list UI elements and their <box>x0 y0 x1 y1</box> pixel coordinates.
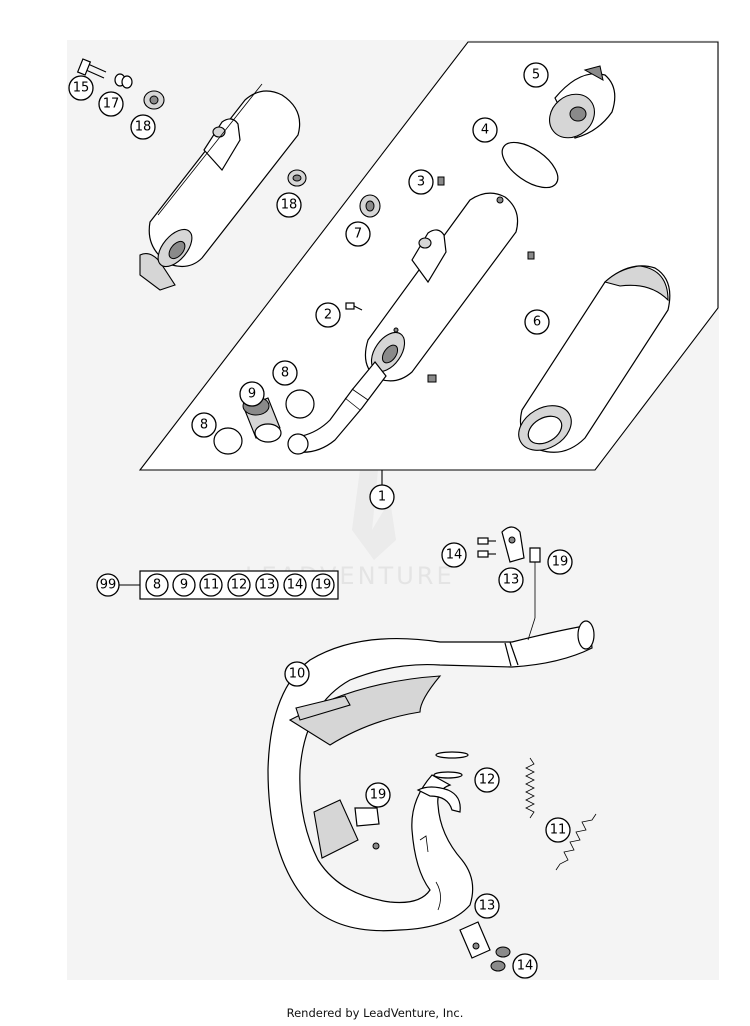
callout-18-top: 18 <box>130 114 156 140</box>
callout-99: 99 <box>96 573 120 597</box>
callout-2-text: 2 <box>324 308 332 323</box>
bracket-13-upper <box>501 526 525 563</box>
silencer-body <box>364 192 519 382</box>
screw-2 <box>345 302 363 311</box>
callout-99-text: 99 <box>100 578 117 593</box>
callout-18-top-text: 18 <box>135 120 152 135</box>
kit-item-19-text: 19 <box>315 578 332 593</box>
kit-item-9: 9 <box>172 573 196 597</box>
kit-item-19: 19 <box>311 573 335 597</box>
o-ring-4 <box>501 141 559 189</box>
bolt-14-lower <box>490 946 511 972</box>
kit-item-8: 8 <box>145 573 169 597</box>
bracket-19-lower <box>354 807 380 827</box>
callout-3: 3 <box>408 169 434 195</box>
kit-item-11: 11 <box>199 573 223 597</box>
bracket-13-lower <box>459 921 491 959</box>
callout-14-lower-text: 14 <box>517 959 534 974</box>
callout-17-text: 17 <box>103 97 120 112</box>
callout-15-text: 15 <box>73 81 90 96</box>
kit-item-12: 12 <box>227 573 251 597</box>
callout-12: 12 <box>474 767 500 793</box>
ring-8-left <box>213 427 243 455</box>
callout-1-text: 1 <box>378 490 386 505</box>
callout-7-text: 7 <box>354 227 362 242</box>
grommet-18-top <box>143 90 165 110</box>
callout-1: 1 <box>369 484 395 510</box>
callout-6-text: 6 <box>533 315 541 330</box>
callout-13-upper: 13 <box>498 567 524 593</box>
callout-2: 2 <box>315 302 341 328</box>
callout-13-upper-text: 13 <box>503 573 520 588</box>
callout-13-lower-text: 13 <box>479 899 496 914</box>
callout-19-lower-text: 19 <box>370 788 387 803</box>
callout-14-upper: 14 <box>441 542 467 568</box>
kit-item-12-text: 12 <box>231 578 248 593</box>
screw-3 <box>437 176 445 186</box>
callout-10: 10 <box>284 661 310 687</box>
kit-item-14: 14 <box>283 573 307 597</box>
callout-8-right-text: 8 <box>281 366 289 381</box>
footer-credit: Rendered by LeadVenture, Inc. <box>286 1006 464 1020</box>
callout-5-text: 5 <box>532 68 540 83</box>
spring-11 <box>525 757 597 871</box>
grommet-7 <box>359 194 381 218</box>
callout-14-lower: 14 <box>512 953 538 979</box>
bracket-19-upper <box>527 547 541 641</box>
callout-14-upper-text: 14 <box>446 548 463 563</box>
watermark-logo <box>352 470 396 560</box>
callout-12-text: 12 <box>479 773 496 788</box>
callout-8-left-text: 8 <box>200 418 208 433</box>
callout-19-upper-text: 19 <box>552 555 569 570</box>
kit-item-8-text: 8 <box>153 578 161 593</box>
callout-19-upper: 19 <box>547 549 573 575</box>
kit-item-13: 13 <box>255 573 279 597</box>
assembled-silencer <box>139 83 301 291</box>
callout-18-mid-text: 18 <box>281 198 298 213</box>
callout-13-lower: 13 <box>474 893 500 919</box>
bolt-15 <box>76 58 107 79</box>
kit-item-13-text: 13 <box>259 578 276 593</box>
outer-shell-6 <box>518 265 671 453</box>
callout-10-text: 10 <box>289 667 306 682</box>
callout-18-mid: 18 <box>276 192 302 218</box>
callout-17: 17 <box>98 91 124 117</box>
callout-7: 7 <box>345 221 371 247</box>
expansion-chamber-10 <box>267 620 595 932</box>
callout-9-text: 9 <box>248 387 256 402</box>
callout-6: 6 <box>524 309 550 335</box>
inlet-pipe <box>287 361 387 455</box>
washer-17 <box>114 73 133 89</box>
callout-5: 5 <box>523 62 549 88</box>
callout-11-text: 11 <box>550 823 567 838</box>
screw-small-bottom <box>427 374 437 383</box>
end-cap-5 <box>549 65 616 139</box>
kit-item-9-text: 9 <box>180 578 188 593</box>
grommet-18-mid <box>287 169 307 187</box>
callout-19-lower: 19 <box>365 782 391 808</box>
callout-9: 9 <box>239 381 265 407</box>
bolt-14-upper <box>477 537 496 558</box>
callout-11: 11 <box>545 817 571 843</box>
callout-4: 4 <box>472 117 498 143</box>
callout-15: 15 <box>68 75 94 101</box>
kit-item-11-text: 11 <box>203 578 220 593</box>
kit-item-14-text: 14 <box>287 578 304 593</box>
callout-4-text: 4 <box>481 123 489 138</box>
callout-8-left: 8 <box>191 412 217 438</box>
ring-8-right <box>285 389 315 419</box>
gasket-12 <box>433 751 469 779</box>
callout-3-text: 3 <box>417 175 425 190</box>
callout-8-right: 8 <box>272 360 298 386</box>
screw-small-right <box>527 251 535 260</box>
